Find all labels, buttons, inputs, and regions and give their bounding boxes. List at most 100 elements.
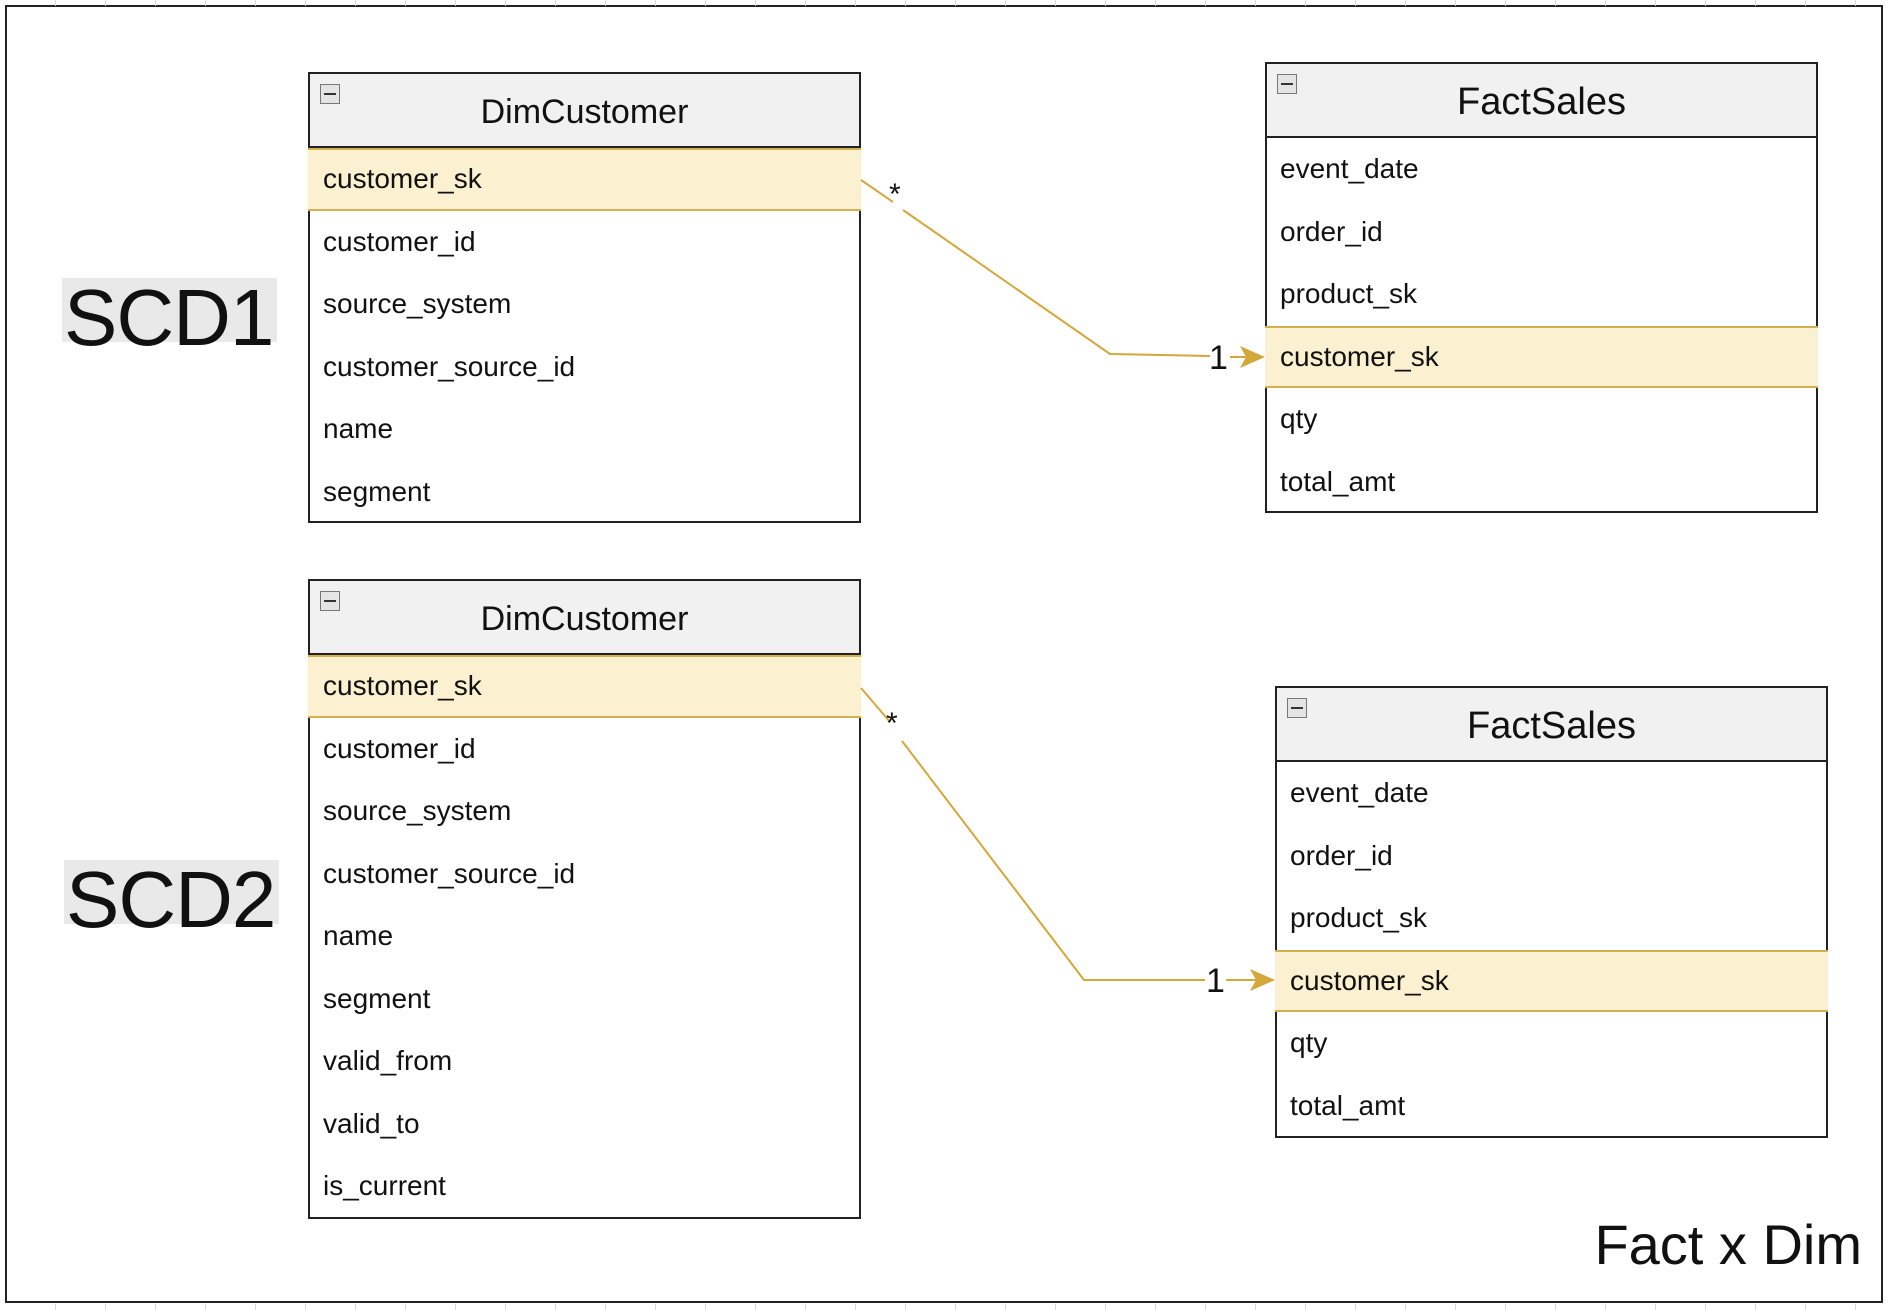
grid-tick	[655, 0, 656, 6]
grid-tick	[1255, 1304, 1256, 1310]
key-field-row[interactable]: customer_sk	[308, 148, 861, 211]
grid-tick	[1505, 0, 1506, 6]
grid-tick	[1105, 1304, 1106, 1310]
collapse-icon[interactable]	[320, 591, 340, 611]
grid-tick	[1655, 0, 1656, 6]
grid-tick	[1555, 1304, 1556, 1310]
grid-tick	[1055, 1304, 1056, 1310]
grid-tick	[455, 1304, 456, 1310]
collapse-icon[interactable]	[320, 84, 340, 104]
field-row[interactable]: name	[323, 413, 394, 444]
field-row[interactable]: event_date	[1280, 153, 1419, 184]
grid-tick	[155, 0, 156, 6]
entity-header[interactable]: FactSales	[1267, 64, 1816, 138]
cardinality-many-label: *	[886, 707, 898, 740]
field-row[interactable]: customer_id	[323, 225, 476, 257]
grid-tick	[955, 0, 956, 6]
grid-tick	[655, 1304, 656, 1310]
field-row[interactable]: customer_source_id	[323, 857, 576, 889]
grid-tick	[755, 0, 756, 6]
field-row[interactable]: qty	[1290, 1027, 1328, 1058]
field-row[interactable]: source_system	[323, 288, 512, 319]
field-row[interactable]: qty	[1280, 403, 1318, 434]
field-row[interactable]: is_current	[323, 1170, 446, 1201]
cardinality-many-label: *	[889, 178, 901, 211]
field-row[interactable]: customer_id	[323, 732, 476, 764]
field-row[interactable]: source_system	[323, 795, 512, 826]
grid-tick	[305, 0, 306, 6]
entity-header[interactable]: DimCustomer	[310, 581, 859, 655]
key-field-row[interactable]: customer_sk	[1265, 325, 1818, 388]
grid-tick	[1305, 1304, 1306, 1310]
field-row[interactable]: name	[323, 920, 394, 951]
grid-tick	[1455, 1304, 1456, 1310]
grid-tick	[455, 0, 456, 6]
grid-tick	[405, 1304, 406, 1310]
cardinality-one-label: 1	[1206, 962, 1225, 1000]
grid-tick	[1655, 1304, 1656, 1310]
grid-tick	[55, 0, 56, 6]
grid-tick	[755, 1304, 756, 1310]
field-row[interactable]: valid_to	[323, 1107, 420, 1139]
grid-tick	[605, 0, 606, 6]
entity-header[interactable]: FactSales	[1277, 688, 1826, 762]
relationship-scd2[interactable]: * 1	[860, 687, 1275, 1000]
grid-tick	[1355, 1304, 1356, 1310]
collapse-icon[interactable]	[1277, 74, 1297, 94]
connector-line[interactable]	[860, 687, 891, 723]
grid-tick	[255, 1304, 256, 1310]
key-field-row[interactable]: customer_sk	[308, 655, 861, 718]
grid-tick	[1605, 1304, 1606, 1310]
grid-tick	[1755, 1304, 1756, 1310]
grid-tick	[255, 0, 256, 6]
field-row[interactable]: order_id	[1290, 839, 1393, 871]
field-row[interactable]: valid_from	[323, 1045, 453, 1076]
grid-tick	[805, 1304, 806, 1310]
grid-tick	[955, 1304, 956, 1310]
field-row[interactable]: product_sk	[1290, 902, 1427, 933]
grid-tick	[1855, 0, 1856, 6]
field-row[interactable]: event_date	[1290, 777, 1429, 808]
grid-tick	[905, 0, 906, 6]
key-field-row[interactable]: customer_sk	[1275, 949, 1828, 1012]
grid-tick	[605, 1304, 606, 1310]
connector-line[interactable]	[901, 740, 1205, 981]
connector-line[interactable]	[902, 209, 1211, 357]
grid-tick	[1005, 1304, 1006, 1310]
arrow-head-icon	[1240, 346, 1265, 368]
field-row[interactable]: segment	[323, 982, 431, 1014]
entity-header[interactable]: DimCustomer	[310, 74, 859, 148]
field-row[interactable]: order_id	[1280, 215, 1383, 247]
grid-tick	[1005, 0, 1006, 6]
field-row[interactable]: segment	[323, 475, 431, 507]
field-row[interactable]: total_amt	[1290, 1089, 1406, 1121]
grid-tick	[355, 0, 356, 6]
grid-tick	[205, 0, 206, 6]
connector-line[interactable]	[860, 179, 894, 203]
grid-tick	[1705, 1304, 1706, 1310]
diagram-title: Fact x Dim	[1594, 1213, 1862, 1276]
grid-tick	[505, 1304, 506, 1310]
entity-title: FactSales	[1467, 705, 1636, 747]
grid-tick	[405, 0, 406, 6]
grid-tick	[1805, 0, 1806, 6]
grid-tick	[155, 1304, 156, 1310]
grid-tick	[1155, 1304, 1156, 1310]
grid-tick	[1255, 0, 1256, 6]
field-row[interactable]: product_sk	[1280, 278, 1417, 309]
relationship-scd1[interactable]: * 1	[860, 178, 1265, 377]
field-row[interactable]: customer_source_id	[323, 350, 576, 382]
grid-tick	[1205, 0, 1206, 6]
grid-tick	[1405, 1304, 1406, 1310]
grid-tick	[1155, 0, 1156, 6]
collapse-icon[interactable]	[1287, 698, 1307, 718]
grid-tick	[705, 0, 706, 6]
field-row[interactable]: total_amt	[1280, 465, 1396, 497]
